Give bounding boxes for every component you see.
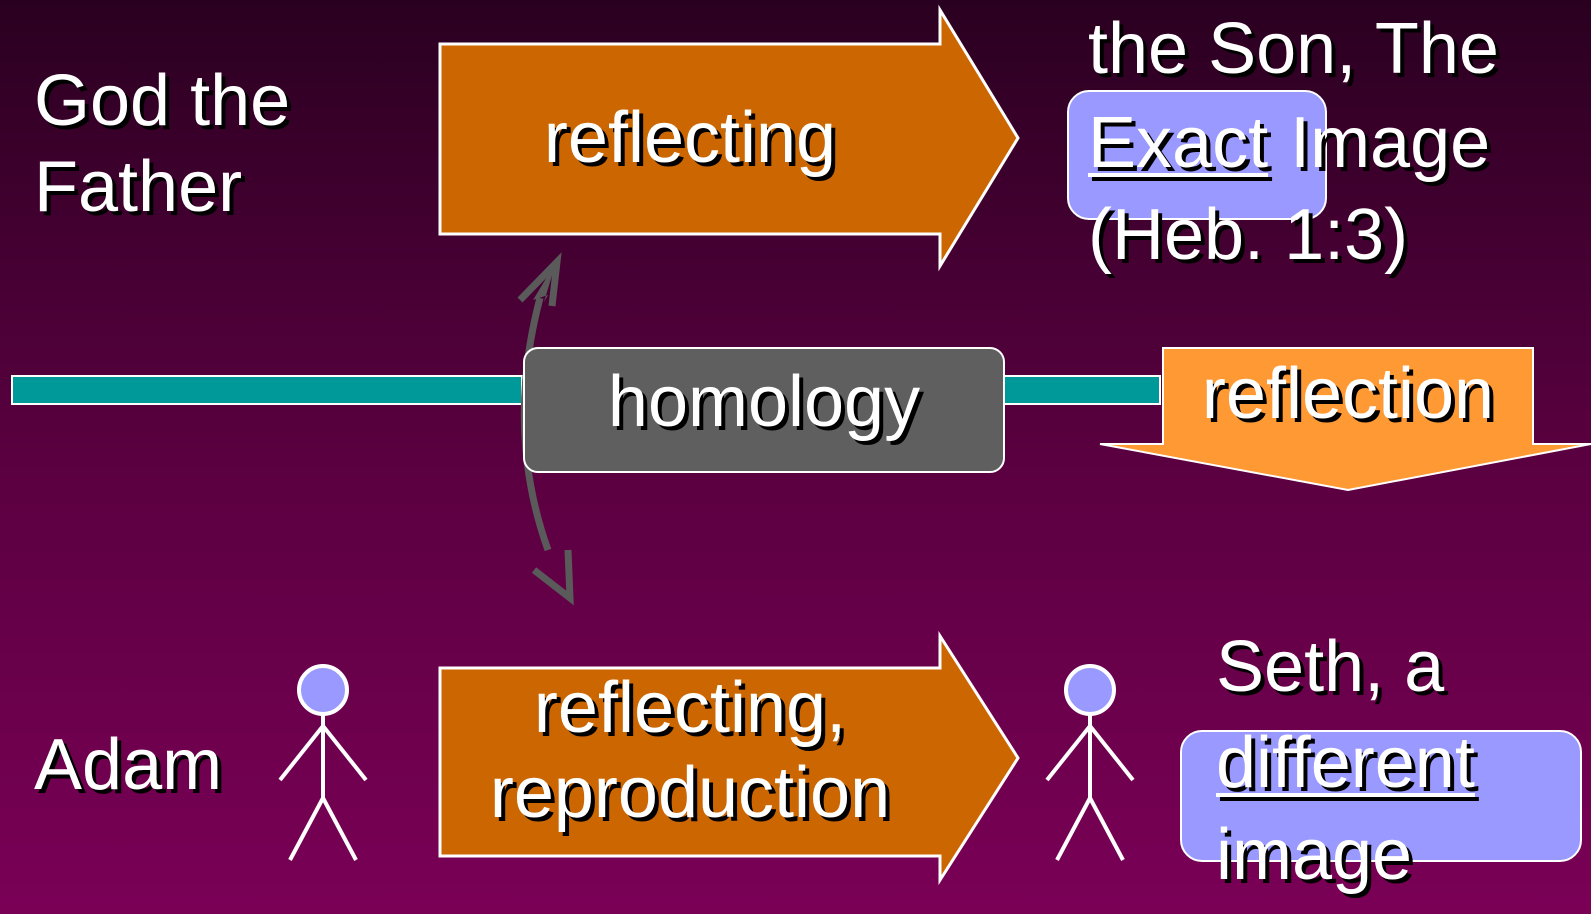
- son-line1: the Son, The: [1088, 9, 1499, 89]
- reflection-arrow-shape: [1099, 347, 1591, 492]
- bottom-arrow-line2: reproduction: [489, 752, 891, 833]
- adam-label: Adam: [34, 725, 223, 805]
- exact-word: Exact: [1088, 103, 1269, 183]
- seth-line1: Seth, a: [1216, 627, 1445, 707]
- top-arrow-shape: [438, 4, 1020, 272]
- god-the-father-line1: God the: [34, 61, 291, 141]
- exact-highlight: [1067, 90, 1327, 220]
- reflection-label: reflection: [1201, 354, 1495, 434]
- homology-label: homology: [607, 362, 921, 442]
- exact-image-line: Exact Image: [1088, 100, 1490, 186]
- bottom-arrow-line1: reflecting,: [533, 668, 847, 748]
- image-word-bottom: image: [1216, 815, 1413, 895]
- different-highlight: [1180, 730, 1582, 862]
- different-word-text: different: [1216, 723, 1475, 803]
- heb-reference: (Heb. 1:3): [1088, 195, 1409, 275]
- bottom-arrow-shape: [438, 630, 1020, 886]
- adam-figure-icon: [278, 664, 368, 861]
- top-arrow-label: reflecting: [543, 98, 837, 178]
- homology-box: [523, 347, 1005, 473]
- god-the-father-label: God the Father: [34, 58, 290, 231]
- bottom-arrow-label: reflecting, reproduction: [440, 666, 940, 836]
- teal-bar-left: [11, 375, 523, 405]
- image-word-top: Image: [1290, 103, 1491, 183]
- seth-figure-icon: [1045, 664, 1135, 861]
- teal-bar-right: [984, 375, 1161, 405]
- different-word: different: [1216, 720, 1475, 806]
- god-the-father-line2: Father: [34, 147, 243, 228]
